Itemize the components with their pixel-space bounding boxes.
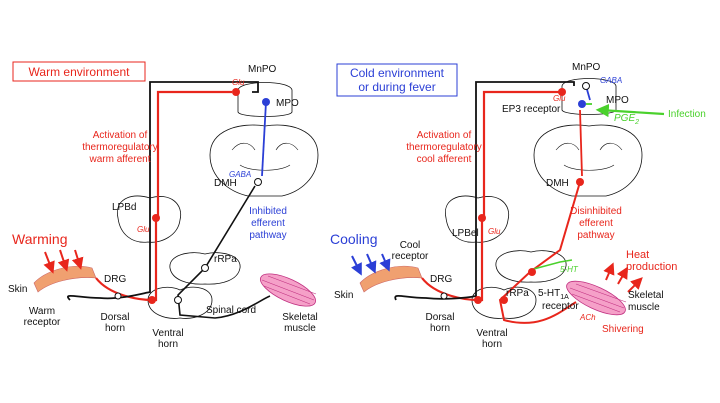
right-skin — [359, 265, 423, 293]
right-afferent-3: cool afferent — [417, 154, 472, 165]
right-5ht-receptor: 5-HT1A — [538, 288, 569, 301]
right-medulla-slice — [495, 250, 567, 283]
left-brain-detail — [231, 142, 299, 171]
right-panel: Cold environment or during fever — [330, 62, 706, 350]
right-rrpa: rRPa — [506, 288, 529, 299]
right-mnpo: MnPO — [572, 62, 601, 73]
right-skeletal-muscle: Skeletal — [628, 290, 664, 301]
right-skeletal-muscle-2: muscle — [628, 302, 660, 313]
right-title-2: or during fever — [358, 80, 435, 94]
right-ep3: EP3 receptor — [502, 104, 561, 115]
right-shivering: Shivering — [602, 324, 644, 335]
left-efferent-1: Inhibited — [249, 206, 287, 217]
right-pge2: PGE2 — [614, 113, 639, 126]
left-skeletal-muscle: Skeletal — [282, 312, 318, 323]
left-inhibitory-path — [261, 101, 267, 177]
left-title-box — [12, 61, 146, 82]
left-gaba-dmh: GABA — [229, 170, 251, 179]
left-brain-outline — [209, 124, 319, 197]
left-lpb-slice — [117, 195, 182, 243]
right-ventral-horn: Ventral — [476, 328, 507, 339]
left-afferent-3: warm afferent — [89, 154, 151, 165]
left-glu-lpb: Glu — [137, 225, 150, 234]
left-rrpa: rRPa — [214, 254, 237, 265]
right-gaba-mnpo: GABA — [600, 76, 622, 85]
left-dorsal-horn-2: horn — [105, 323, 125, 334]
left-lpb: LPBd — [112, 202, 136, 213]
right-disinhibited-efferent-path — [498, 181, 581, 324]
right-receptor-word: receptor — [542, 301, 579, 312]
right-glu-lpb: Glu — [488, 227, 501, 236]
left-efferent-2: efferent — [251, 218, 285, 229]
right-infection: Infection — [668, 109, 706, 120]
right-lpb-slice — [445, 195, 510, 243]
left-title: Warm environment — [29, 65, 131, 79]
left-poa-slice — [237, 82, 293, 117]
right-lpb: LPBel — [452, 228, 479, 239]
left-afferent-1: Activation of — [93, 130, 148, 141]
right-title-1: Cold environment — [350, 66, 445, 80]
left-skeletal-muscle-2: muscle — [284, 323, 316, 334]
right-dorsal-horn-2: horn — [430, 323, 450, 334]
left-warm-afferent-path — [95, 90, 232, 302]
left-skin-label: Skin — [8, 284, 27, 295]
right-heat-2: production — [626, 261, 677, 273]
right-mpo: MPO — [606, 95, 629, 106]
left-spinal-cord: Spinal cord — [206, 305, 256, 316]
right-afferent-1: Activation of — [417, 130, 472, 141]
left-efferent-3: pathway — [249, 230, 286, 241]
right-5ht: 5-HT — [560, 265, 579, 274]
right-receptor-label: Cool — [400, 240, 421, 251]
left-drg: DRG — [104, 274, 126, 285]
right-efferent-1: Disinhibited — [570, 206, 622, 217]
left-glu-mnpo: Glu — [232, 78, 245, 87]
left-panel: Warm environment — [8, 61, 319, 350]
right-stimulus: Cooling — [330, 231, 377, 247]
left-mnpo: MnPO — [248, 64, 277, 75]
right-receptor-label-2: receptor — [392, 251, 429, 262]
left-afferent-2: thermoregulatory — [82, 142, 158, 153]
right-efferent-3: pathway — [577, 230, 614, 241]
right-muscle — [566, 280, 626, 316]
left-dmh: DMH — [214, 178, 237, 189]
left-spinal-slice — [147, 286, 213, 319]
left-ventral-horn-2: horn — [158, 339, 178, 350]
right-glu-mpo: Glu — [553, 94, 566, 103]
left-efferent-path — [67, 81, 259, 301]
right-ventral-horn-2: horn — [482, 339, 502, 350]
right-title-box — [336, 63, 458, 97]
left-skin — [33, 265, 97, 293]
infection-arrow — [595, 103, 665, 118]
right-afferent-2: thermoregulatory — [406, 142, 482, 153]
right-spinal-slice — [471, 286, 537, 319]
left-receptor-label-2: receptor — [24, 317, 61, 328]
right-black-pathway — [394, 81, 575, 301]
left-receptor-label: Warm — [29, 306, 55, 317]
right-heat-1: Heat — [626, 249, 649, 261]
left-dorsal-horn: Dorsal — [101, 312, 130, 323]
left-ventral-horn: Ventral — [152, 328, 183, 339]
right-drg: DRG — [430, 274, 452, 285]
right-efferent-2: efferent — [579, 218, 613, 229]
right-poa-slice — [561, 78, 617, 115]
right-dmh: DMH — [546, 178, 569, 189]
right-brain-outline — [533, 124, 643, 197]
right-skin-label: Skin — [334, 290, 353, 301]
left-stimulus: Warming — [12, 231, 68, 247]
right-dorsal-horn: Dorsal — [426, 312, 455, 323]
right-cool-afferent-path — [421, 90, 560, 302]
right-ach: ACh — [579, 313, 596, 322]
left-mpo: MPO — [276, 98, 299, 109]
